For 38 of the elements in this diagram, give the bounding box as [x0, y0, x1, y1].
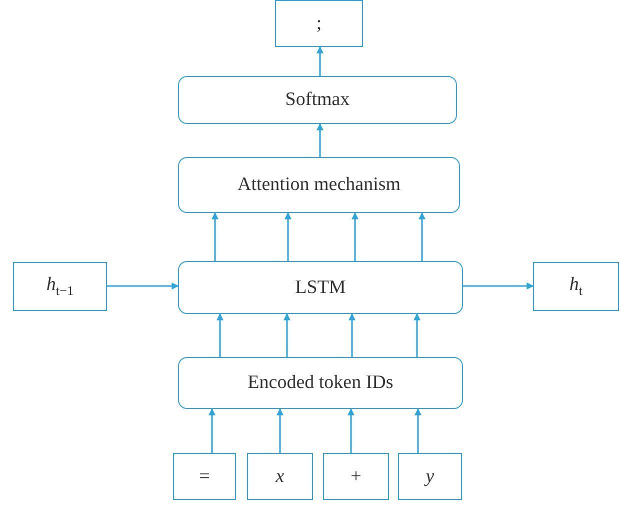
token-box	[13, 262, 107, 311]
box-label: +	[350, 466, 362, 488]
arrow	[316, 123, 324, 157]
token-box	[173, 453, 236, 500]
arrow	[208, 408, 216, 453]
arrow	[418, 212, 426, 261]
arrow	[348, 313, 356, 357]
token-box	[247, 453, 313, 500]
box-label: Encoded token IDs	[248, 372, 394, 394]
process-box	[178, 357, 463, 409]
token-box	[533, 262, 619, 311]
box-label: LSTM	[295, 276, 346, 298]
arrow	[414, 313, 420, 357]
arrow	[284, 313, 290, 357]
box-label: x	[276, 466, 284, 488]
arrow	[276, 408, 284, 453]
arrow	[463, 282, 534, 290]
box-label: Attention mechanism	[237, 174, 401, 196]
token-box	[323, 453, 389, 500]
arrow	[316, 46, 324, 76]
box-label: =	[199, 466, 210, 488]
arrow	[284, 212, 292, 261]
arrow	[107, 282, 179, 290]
token-box	[398, 453, 462, 500]
arrow	[352, 212, 358, 261]
arrow	[216, 313, 224, 357]
box-label: y	[426, 466, 434, 488]
box-label: h$_{t−1}$	[46, 274, 74, 299]
box-label: Softmax	[285, 89, 350, 111]
token-box	[275, 0, 363, 47]
arrow	[414, 408, 422, 453]
box-label: h$_{t}$	[569, 274, 583, 299]
box-label: ;	[316, 12, 322, 34]
process-box	[178, 157, 460, 213]
process-box	[178, 261, 463, 314]
process-box	[178, 76, 457, 124]
arrow	[348, 408, 354, 453]
arrow	[212, 212, 218, 261]
